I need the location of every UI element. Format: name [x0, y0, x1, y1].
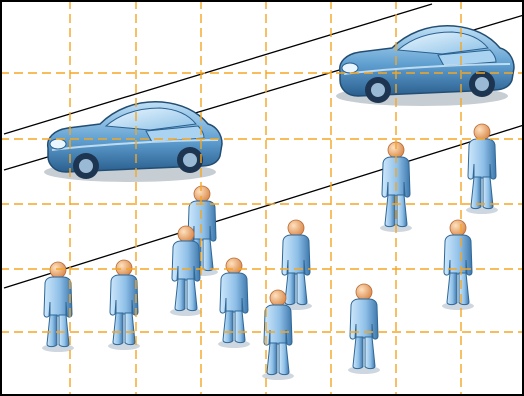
crowd-and-cars-scene: [0, 0, 524, 396]
